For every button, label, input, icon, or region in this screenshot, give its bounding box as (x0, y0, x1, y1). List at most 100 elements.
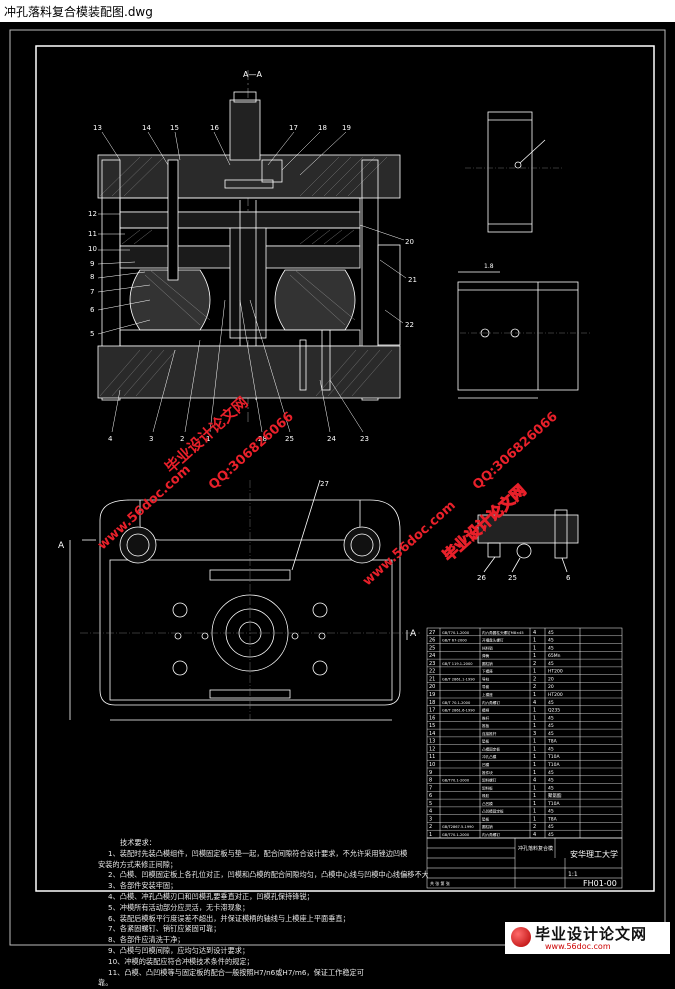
bom-cell: 垫板 (482, 816, 490, 821)
bom-cell: GB/T 119.1-2000 (442, 662, 473, 666)
bom-cell: 7 (429, 785, 432, 791)
bom-cell: 冲孔凸模 (482, 754, 497, 759)
tech-req-line: 9、凸模与凹模间隙，应均匀达到设计要求； (108, 945, 250, 955)
bom-cell: 凸凹模固定板 (482, 809, 504, 814)
callout-8: 8 (90, 273, 94, 281)
bom-cell: T10A (547, 754, 560, 760)
bom-cell: 23 (429, 661, 435, 667)
callout-3: 3 (149, 435, 153, 443)
bom-cell: 上模座 (482, 692, 493, 697)
bom-cell: GB/T 2861.6-1990 (442, 709, 476, 713)
bom-cell: 橡胶 (482, 793, 490, 798)
bom-cell: 20 (429, 684, 435, 690)
bom-cell: 5 (429, 801, 432, 807)
callout-9: 9 (90, 260, 94, 268)
bom-cell: GB/T70.1-2000 (442, 631, 470, 635)
tech-req-line: 2、凸模、凹模固定板上各孔位对正，凹模和凸模的配合间隙均匀，凸模中心线与凹模中心… (108, 870, 428, 880)
bom-cell: 开槽盘头螺钉 (482, 638, 504, 643)
callout-23: 23 (360, 435, 369, 443)
callout-25: 25 (285, 435, 294, 443)
callout-1: 1 (206, 435, 210, 443)
bom-cell: 45 (548, 645, 554, 651)
bom-cell: 1 (533, 816, 536, 822)
callout-16: 16 (210, 124, 219, 132)
bom-cell: 内六角圆柱头螺钉M8×45 (482, 630, 524, 635)
detail-callout-26: 26 (477, 574, 486, 582)
bom-cell: 1 (533, 715, 536, 721)
tech-req-line: 靠。 (98, 978, 113, 988)
bom-cell: 25 (429, 645, 435, 651)
bom-cell: 垫板 (482, 739, 490, 744)
bom-cell: 4 (533, 778, 536, 784)
section-marker-left: A (58, 541, 65, 551)
bom-cell: 2 (533, 684, 536, 690)
brand-url: www.56doc.com (545, 942, 611, 951)
bom-cell: 4 (429, 809, 432, 815)
bom-cell: 20 (548, 684, 554, 690)
callout-17: 17 (289, 124, 298, 132)
bom-cell: 聚氨酯 (548, 792, 562, 799)
bom-cell: 1 (533, 739, 536, 745)
brand-banner: 毕业设计论文网 www.56doc.com (505, 922, 670, 954)
bom-cell: Q235 (548, 708, 560, 714)
brand-logo-icon (511, 927, 531, 947)
bom-cell: 挡料销 (482, 645, 493, 650)
cad-drawing-canvas[interactable]: A—A 13 14 15 16 12 11 10 9 8 7 6 5 4 3 2… (0, 22, 675, 987)
bom-cell: 2 (533, 661, 536, 667)
title-scale: 1:1 (568, 871, 578, 878)
bom-cell: 4 (533, 832, 536, 838)
bom-cell: 45 (548, 809, 554, 815)
title-sheet: 共 张 第 张 (430, 880, 450, 886)
bom-cell: 6 (429, 793, 432, 799)
bom-cell: 45 (548, 723, 554, 729)
bom-cell: 8 (429, 778, 432, 784)
bom-cell: 17 (429, 708, 435, 714)
bom-cell: 21 (429, 676, 435, 682)
callout-21: 21 (408, 276, 417, 284)
stopper-detail (477, 509, 579, 573)
bom-table-grid (426, 627, 623, 839)
bom-cell: 65Mn (548, 653, 561, 659)
bom-cell: T10A (547, 762, 560, 768)
bom-cell: 15 (429, 723, 435, 729)
tech-req-line: 10、冲模的装配应符合冲模技术条件的规定； (108, 956, 254, 966)
leader-lines (97, 131, 407, 433)
detail-callout-6: 6 (566, 574, 571, 582)
callout-22: 22 (405, 321, 414, 329)
section-marker-right: A (410, 629, 417, 639)
outer-border (9, 29, 666, 946)
cad-drawing-svg: A—A 13 14 15 16 12 11 10 9 8 7 6 5 4 3 2… (9, 29, 666, 946)
bom-cell: 45 (548, 746, 554, 752)
bom-cell: 导套 (482, 684, 490, 689)
bom-cell: 45 (548, 731, 554, 737)
bom-cell: 3 (429, 816, 432, 822)
bom-cell: 2 (533, 824, 536, 830)
bom-cell: 4 (533, 630, 536, 636)
bom-cell: 22 (429, 669, 435, 675)
tech-req-line: 安装的方式来修正间隙； (98, 859, 178, 869)
bom-cell: 45 (548, 770, 554, 776)
callout-10: 10 (88, 245, 97, 253)
bom-cell: 1 (533, 754, 536, 760)
bom-cell: 连接推杆 (482, 731, 497, 736)
callout-11: 11 (88, 230, 97, 238)
bom-cell: 圆柱销 (482, 824, 493, 829)
bom-cell: 11 (429, 754, 435, 760)
bom-cell: HT200 (548, 692, 563, 698)
bom-cell: 10 (429, 762, 435, 768)
bom-cell: 26 (429, 638, 435, 644)
tech-req-line: 8、各部件应清洗干净； (108, 935, 185, 945)
bom-cell: 1 (533, 746, 536, 752)
bom-cell: 卸料螺钉 (482, 778, 497, 783)
bom-cell: 45 (548, 778, 554, 784)
bom-cell: 1 (533, 762, 536, 768)
bom-cell: 4 (533, 700, 536, 706)
bom-cell: 18 (429, 700, 435, 706)
bom-cell: 凹模 (482, 762, 490, 767)
bom-cell: HT200 (548, 669, 563, 675)
callout-19: 19 (342, 124, 351, 132)
tech-req-line: 7、各紧固螺钉、销钉应紧固可靠； (108, 924, 221, 934)
bom-cell: 导柱 (482, 676, 490, 681)
bom-cell: 45 (548, 638, 554, 644)
